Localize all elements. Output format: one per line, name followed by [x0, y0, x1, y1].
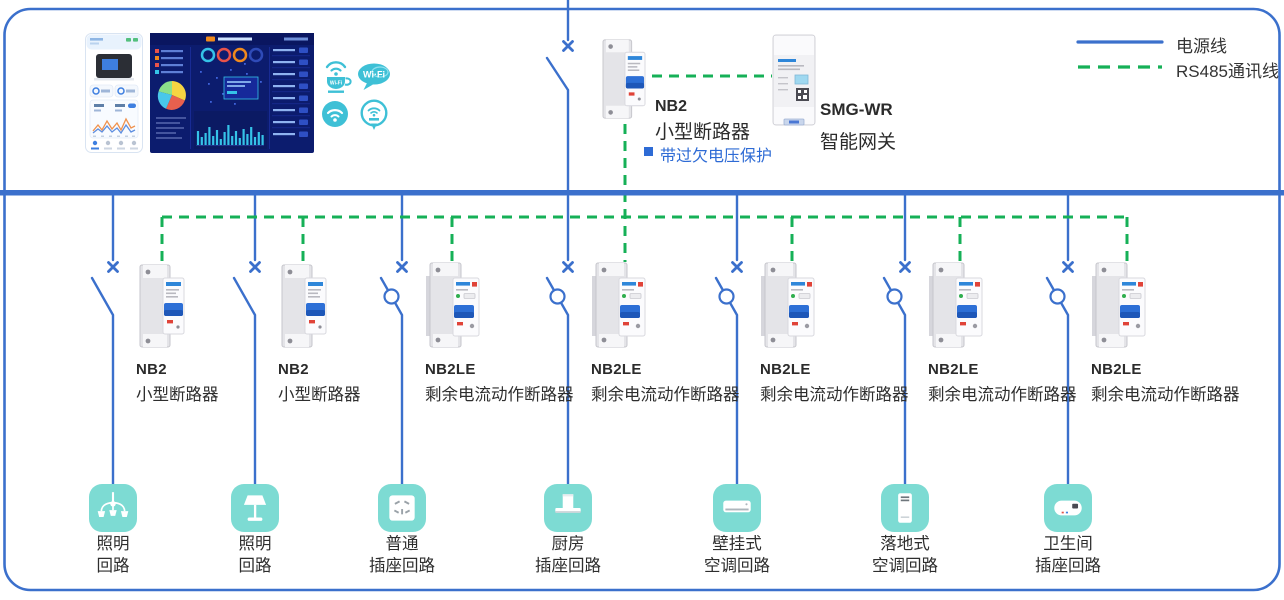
- gateway-model: SMG-WR: [820, 100, 893, 119]
- branch-3-breaker-photo: [422, 260, 482, 350]
- load-label-5: 壁挂式 空调回路: [704, 535, 770, 575]
- branch-7-breaker-photo: [1088, 260, 1148, 350]
- main-breaker-note: 带过欠电压保护: [644, 142, 772, 166]
- branch-4-breaker-photo: [588, 260, 648, 350]
- branch-7-label: NB2LE 剩余电流动作断路器: [1091, 361, 1240, 404]
- branch-2-label: NB2 小型断路器: [278, 361, 361, 404]
- load-tile-6: [881, 484, 929, 532]
- load-tile-2: [231, 484, 279, 532]
- main-breaker-name: 小型断路器: [655, 122, 751, 143]
- branch-5-breaker-photo: [757, 260, 817, 350]
- main-breaker-photo: [595, 37, 653, 121]
- rcd-ring-marks: [383, 288, 1066, 305]
- legend-power-label: 电源线: [1176, 37, 1227, 56]
- power-lines: [3, 0, 1281, 592]
- chandelier-icon: [94, 489, 132, 527]
- load-label-7: 卫生间 插座回路: [1035, 535, 1101, 575]
- load-label-4: 厨房 插座回路: [535, 535, 601, 575]
- branch-2-breaker-photo: [275, 262, 333, 350]
- wall-ac-icon: [718, 489, 756, 527]
- wifi-cup-icon: Wi-Fi: [320, 55, 352, 95]
- branch-1-breaker-photo: [133, 262, 191, 350]
- load-tile-3: [378, 484, 426, 532]
- load-tile-4: [544, 484, 592, 532]
- load-label-1: 照明 回路: [96, 535, 130, 575]
- wifi-badge-icon: [321, 100, 349, 128]
- load-tile-1: [89, 484, 137, 532]
- range-hood-icon: [549, 489, 587, 527]
- branch-5-label: NB2LE 剩余电流动作断路器: [760, 361, 909, 404]
- floor-ac-icon: [886, 489, 924, 527]
- branch-3-label: NB2LE 剩余电流动作断路器: [425, 361, 574, 404]
- socket-icon: [383, 489, 421, 527]
- gateway-photo: [771, 33, 817, 127]
- breaker-contact-marks: [107, 40, 1074, 273]
- busbar: [0, 190, 1284, 196]
- load-label-6: 落地式 空调回路: [872, 535, 938, 575]
- branch-6-label: NB2LE 剩余电流动作断路器: [928, 361, 1077, 404]
- branch-4-label: NB2LE 剩余电流动作断路器: [591, 361, 740, 404]
- svg-text:Wi·Fi: Wi·Fi: [363, 70, 385, 80]
- water-heater-icon: [1049, 489, 1087, 527]
- rs485-lines: [160, 65, 1162, 262]
- mobile-app-screenshot: [85, 33, 143, 153]
- svg-text:Wi-Fi: Wi-Fi: [330, 81, 343, 87]
- table-lamp-icon: [236, 489, 274, 527]
- branch-1-label: NB2 小型断路器: [136, 361, 219, 404]
- main-breaker-model: NB2: [655, 98, 688, 115]
- wifi-pin-icon: [359, 99, 389, 132]
- cloud-dashboard-screenshot: [150, 33, 314, 153]
- branch-6-breaker-photo: [925, 260, 985, 350]
- load-tile-5: [713, 484, 761, 532]
- load-tile-7: [1044, 484, 1092, 532]
- load-label-3: 普通 插座回路: [369, 535, 435, 575]
- load-label-2: 照明 回路: [238, 535, 272, 575]
- gateway-name: 智能网关: [820, 132, 897, 153]
- note-text: 带过欠电压保护: [660, 148, 773, 165]
- note-bullet: [644, 147, 653, 156]
- wifi-bubble-icon: Wi·Fi: [356, 62, 392, 92]
- legend-rs485-label: RS485通讯线: [1176, 62, 1279, 81]
